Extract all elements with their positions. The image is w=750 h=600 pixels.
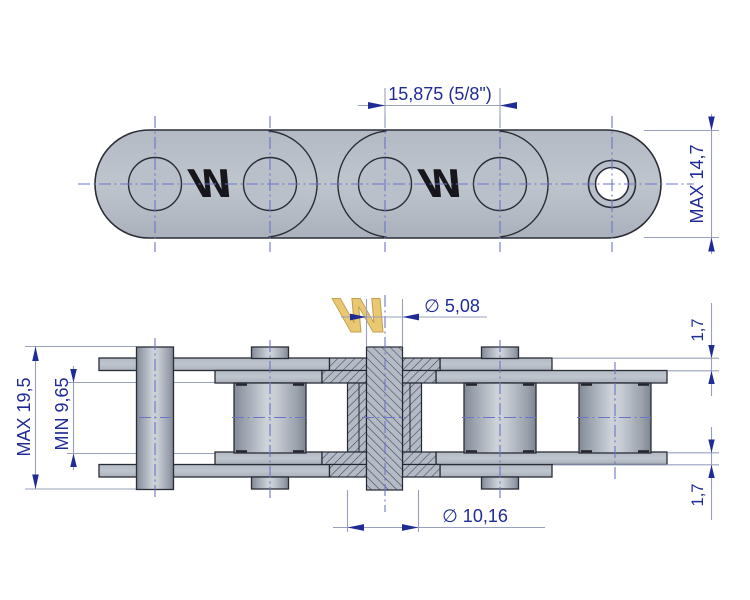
inner-plate-top-left <box>214 369 323 384</box>
outer-plate-top-right <box>439 357 553 372</box>
dimension-pitch-label: 15,875 (5/8") <box>388 84 491 104</box>
inner-plate-bottom-left <box>214 451 323 466</box>
dimension-plate-offset-bottom: 1,7 <box>553 427 719 520</box>
arrowhead <box>708 116 715 131</box>
dimension-inner-width: MIN 9,65 <box>52 366 77 470</box>
section-outer-plate <box>401 357 441 372</box>
top-view: W W 15,875 (5/8") MAX 14,7 <box>78 84 719 254</box>
outer-plate-bottom-left <box>98 463 331 478</box>
arrowhead <box>708 345 715 359</box>
section-outer-plate <box>401 463 441 478</box>
arrowhead <box>368 102 385 109</box>
dimension-plate-offset-bottom-label: 1,7 <box>689 484 707 507</box>
dimension-pin-length: MAX 19,5 <box>14 346 39 489</box>
arrowhead <box>402 524 419 531</box>
dimension-pin-length-label: MAX 19,5 <box>14 377 34 456</box>
dimension-pin-diameter-label: ∅ 5,08 <box>424 296 480 316</box>
dimension-pitch: 15,875 (5/8") <box>358 84 517 128</box>
dimension-inner-width-label: MIN 9,65 <box>52 377 72 450</box>
outer-plate-top-left <box>98 357 331 372</box>
dimension-plate-width-label: MAX 14,7 <box>687 144 707 223</box>
arrowhead <box>347 524 364 531</box>
arrowhead <box>350 313 367 321</box>
arrowhead <box>500 102 517 109</box>
outer-plate-bottom-right <box>439 463 553 478</box>
arrowhead <box>708 439 715 453</box>
inner-plate-top-right <box>435 369 668 384</box>
arrowhead <box>32 474 39 489</box>
arrowhead <box>708 237 715 252</box>
section-inner-plate <box>321 451 368 466</box>
dimension-pin-diameter: ∅ 5,08 <box>341 296 487 346</box>
section-outer-plate <box>328 357 368 372</box>
arrowhead <box>32 346 39 361</box>
dimension-plate-offset-top: 1,7 <box>553 303 719 396</box>
roller-flange-ticks <box>236 383 649 453</box>
arrowhead <box>70 453 77 467</box>
arrowhead <box>70 369 77 383</box>
dimension-roller-diameter: ∅ 10,16 <box>333 490 545 532</box>
arrowhead <box>708 464 715 478</box>
section-inner-plate <box>401 451 437 466</box>
dimension-plate-width: MAX 14,7 <box>644 114 719 254</box>
section-outer-plate <box>328 463 368 478</box>
centerlines-top-view <box>78 116 694 252</box>
inner-plate-bottom-right <box>435 451 668 466</box>
arrowhead <box>402 313 419 321</box>
section-inner-plate <box>401 369 437 384</box>
centerlines-side-view <box>139 295 653 512</box>
dimension-roller-diameter-label: ∅ 10,16 <box>442 506 508 526</box>
section-cut <box>321 346 441 491</box>
dimension-plate-offset-top-label: 1,7 <box>689 319 707 342</box>
side-view: W MAX 19,5 MIN 9,65 <box>14 290 719 532</box>
arrowhead <box>708 370 715 384</box>
section-inner-plate <box>321 369 368 384</box>
